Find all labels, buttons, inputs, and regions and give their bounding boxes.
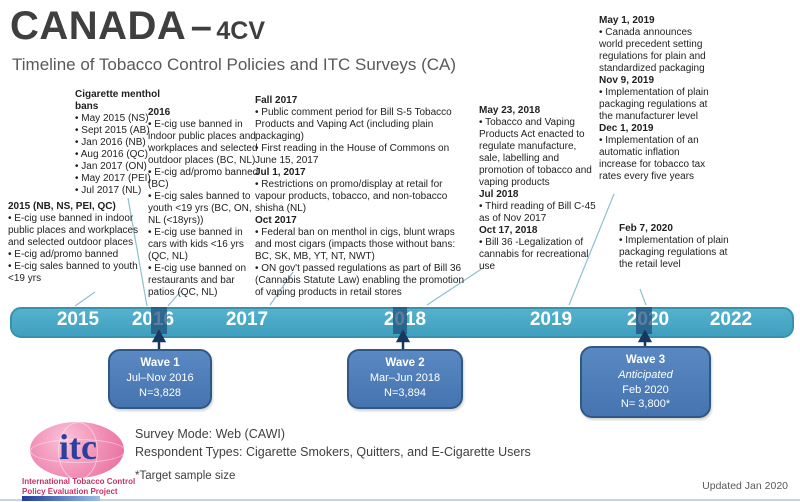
policy-heading: Fall 2017 xyxy=(255,95,298,106)
itc-logo-abbr: itc xyxy=(59,427,97,467)
wave3-note: Anticipated xyxy=(618,369,673,382)
title-survey-code: 4CV xyxy=(216,17,266,45)
wave3-sample-size: N= 3,800* xyxy=(620,398,671,411)
policy-bullet: • Public comment period for Bill S-5 Tob… xyxy=(255,107,452,142)
policy-heading: Jul 1, 2017 xyxy=(255,167,306,178)
policy-heading: May 1, 2019 xyxy=(599,15,655,26)
policy-bullet: • First reading in the House of Commons … xyxy=(255,143,450,166)
wave2-period: Mar–Jun 2018 xyxy=(369,372,441,385)
policy-heading: Jul 2018 xyxy=(479,189,519,200)
wave1-box: Wave 1 Jul–Nov 2016 N=3,828 xyxy=(108,349,212,409)
policy-bullet: • E-cig use banned in indoor public plac… xyxy=(148,119,258,166)
policy-heading: Nov 9, 2019 xyxy=(599,75,655,86)
policy-block-2020: Feb 7, 2020• Implementation of plain pac… xyxy=(619,223,732,271)
updated-date: Updated Jan 2020 xyxy=(702,480,788,492)
itc-logo-line1: International Tobacco Control xyxy=(22,477,136,486)
policy-bullet: • E-cig ad/promo banned xyxy=(8,249,119,260)
policy-bullet: • May 2017 (PEI) xyxy=(75,173,151,184)
policy-block-2018: May 23, 2018• Tobacco and Vaping Product… xyxy=(479,105,598,273)
policy-heading: Dec 1, 2019 xyxy=(599,123,654,134)
policy-block-menthol-bans: Cigarette menthol bans• May 2015 (NS)• S… xyxy=(75,89,167,197)
policy-heading: Oct 17, 2018 xyxy=(479,225,538,236)
itc-logo: itc International Tobacco Control Policy… xyxy=(22,420,135,501)
policy-heading: 2016 xyxy=(148,107,171,118)
policy-heading: Oct 2017 xyxy=(255,215,297,226)
itc-logo-line2: Policy Evaluation Project xyxy=(22,487,118,496)
year-label-2017: 2017 xyxy=(225,309,269,330)
globe-parallel-line xyxy=(30,439,126,463)
policy-block-2019: May 1, 2019• Canada announces world prec… xyxy=(599,15,714,183)
policy-bullet: • E-cig ad/promo banned (BC) xyxy=(148,167,259,190)
survey-period-marker-wave3 xyxy=(636,307,652,334)
policy-heading: Feb 7, 2020 xyxy=(619,223,673,234)
policy-bullet: • Implementation of plain packaging regu… xyxy=(599,87,709,122)
policy-bullet: • Implementation of plain packaging regu… xyxy=(619,235,729,270)
wave2-box: Wave 2 Mar–Jun 2018 N=3,894 xyxy=(347,349,463,409)
target-sample-footnote: *Target sample size xyxy=(135,470,236,482)
connector-line xyxy=(639,288,647,306)
respondent-types-text: Respondent Types: Cigarette Smokers, Qui… xyxy=(135,445,531,459)
policy-bullet: • E-cig use banned in indoor public plac… xyxy=(8,213,139,248)
survey-mode-text: Survey Mode: Web (CAWI) xyxy=(135,427,286,441)
policy-bullet: • Restrictions on promo/display at retai… xyxy=(255,179,448,214)
survey-period-marker-wave2 xyxy=(393,307,407,334)
policy-bullet: • Jan 2016 (NB) xyxy=(75,137,146,148)
connector-line xyxy=(74,291,96,307)
policy-bullet: • Aug 2016 (QC) xyxy=(75,149,148,160)
page-subtitle: Timeline of Tobacco Control Policies and… xyxy=(12,55,457,74)
policy-bullet: • Implementation of an automatic inflati… xyxy=(599,135,706,182)
wave1-sample-size: N=3,828 xyxy=(139,386,181,399)
policy-bullet: • E-cig sales banned to youth <19 yrs (B… xyxy=(148,191,252,226)
policy-bullet: • Sept 2015 (AB) xyxy=(75,125,150,136)
survey-period-marker-wave1 xyxy=(151,307,167,334)
policy-bullet: • Bill 36 -Legalization of cannabis for … xyxy=(479,237,589,272)
wave1-name: Wave 1 xyxy=(140,357,180,369)
policy-bullet: • Jan 2017 (ON) xyxy=(75,161,147,172)
policy-heading: 2015 (NB, NS, PEI, QC) xyxy=(8,201,116,212)
wave3-period: Feb 2020 xyxy=(622,383,669,396)
policy-bullet: • E-cig use banned on restaurants and ba… xyxy=(148,263,247,298)
wave3-box: Wave 3 Anticipated Feb 2020 N= 3,800* xyxy=(580,346,711,418)
policy-bullet: • May 2015 (NS) xyxy=(75,113,149,124)
wave1-period: Jul–Nov 2016 xyxy=(126,372,194,385)
wave2-name: Wave 2 xyxy=(385,357,425,369)
itc-logo-bar xyxy=(22,496,100,501)
bottom-divider xyxy=(0,499,800,501)
policy-bullet: • Jul 2017 (NL) xyxy=(75,185,142,196)
policy-block-2016: 2016• E-cig use banned in indoor public … xyxy=(148,107,260,299)
wave2-sample-size: N=3,894 xyxy=(384,386,426,399)
year-label-2022: 2022 xyxy=(709,309,753,330)
title-country: CANADA xyxy=(10,4,187,48)
policy-bullet: • Federal ban on menthol in cigs, blunt … xyxy=(255,227,456,262)
title-dash: – xyxy=(190,6,212,48)
policy-bullet: • Canada announces world precedent setti… xyxy=(599,27,706,74)
policy-bullet: • E-cig sales banned to youth <19 yrs xyxy=(8,261,138,284)
policy-bullet: • Third reading of Bill C-45 as of Nov 2… xyxy=(479,201,596,224)
year-label-2015: 2015 xyxy=(56,309,100,330)
policy-heading: May 23, 2018 xyxy=(479,105,541,116)
page-title: CANADA – 4CV xyxy=(10,4,265,49)
policy-block-2017: Fall 2017• Public comment period for Bil… xyxy=(255,95,467,299)
policy-bullet: • Tobacco and Vaping Products Act enacte… xyxy=(479,117,592,188)
policy-heading: Cigarette menthol bans xyxy=(75,89,161,112)
policy-bullet: • E-cig use banned in cars with kids <16… xyxy=(148,227,244,262)
wave3-name: Wave 3 xyxy=(625,354,666,366)
year-label-2019: 2019 xyxy=(529,309,573,330)
policy-block-2015: 2015 (NB, NS, PEI, QC)• E-cig use banned… xyxy=(8,201,148,285)
policy-bullet: • ON gov't passed regulations as part of… xyxy=(255,263,465,298)
